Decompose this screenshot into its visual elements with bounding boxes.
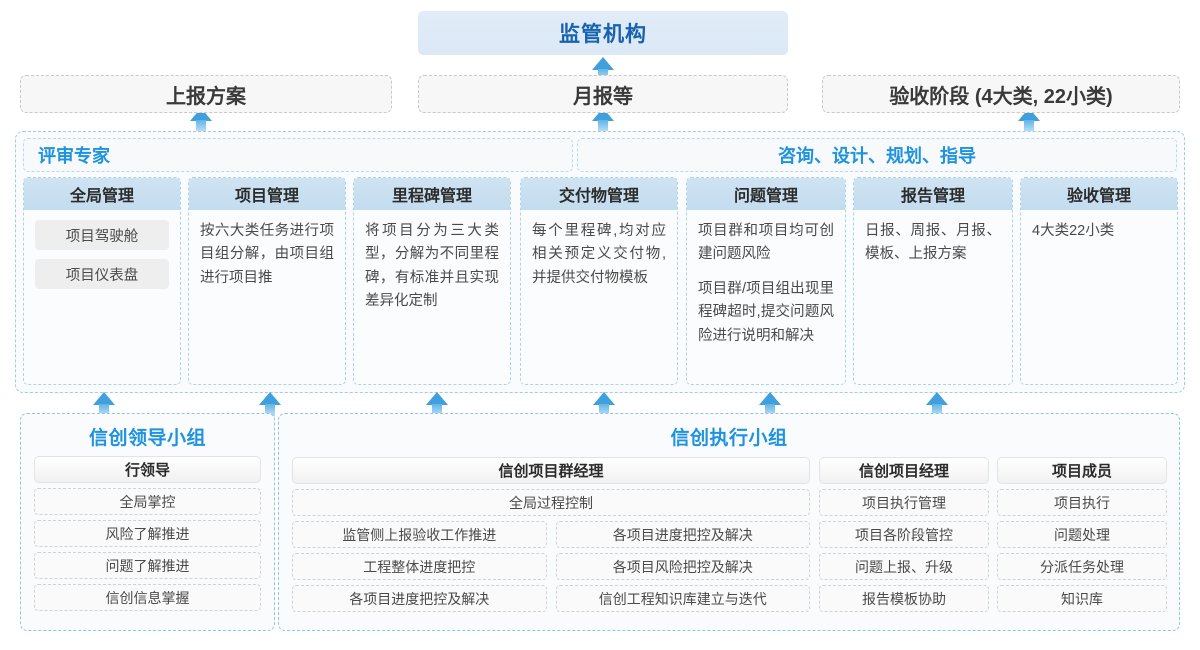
column-header: 报告管理 bbox=[854, 178, 1012, 210]
role-header-member: 项目成员 bbox=[997, 457, 1167, 484]
group-leading: 信创领导小组 行领导 全局掌控 风险了解推进 问题了解推进 信创信息掌握 bbox=[20, 413, 275, 631]
node-acceptance-stage-label: 验收阶段 (4大类, 22小类) bbox=[889, 85, 1113, 108]
node-monthly-report-label: 月报等 bbox=[573, 85, 633, 108]
node-monthly-report: 月报等 bbox=[418, 75, 788, 113]
column-header: 项目管理 bbox=[189, 178, 345, 210]
node-acceptance-stage: 验收阶段 (4大类, 22小类) bbox=[822, 75, 1180, 113]
column-paragraph: 项目群/项目组出现里程碑超时,提交问题风险进行说明和解决 bbox=[698, 280, 834, 344]
arrow-head bbox=[592, 57, 614, 70]
arrow-stem bbox=[432, 404, 442, 418]
arrow-stem bbox=[599, 404, 609, 418]
arrow-stem bbox=[765, 404, 775, 418]
arrow-stem bbox=[196, 120, 206, 134]
arrow-stem bbox=[932, 404, 942, 418]
task-item[interactable]: 问题处理 bbox=[997, 521, 1167, 548]
arrow-up-icon-col5 bbox=[759, 392, 781, 418]
column-paragraph: 项目群和项目均可创建问题风险 bbox=[698, 223, 834, 263]
role-header-project-manager: 信创项目经理 bbox=[819, 457, 989, 484]
group-leading-title: 信创领导小组 bbox=[88, 428, 206, 449]
column-paragraph: 4大类22小类 bbox=[1032, 223, 1115, 239]
task-item[interactable]: 信创工程知识库建立与迭代 bbox=[555, 585, 810, 612]
capability-column-acceptance: 验收管理 4大类22小类 bbox=[1020, 177, 1178, 385]
group-execution: 信创执行小组 信创项目群经理 全局过程控制 监管侧上报验收工作推进 工程整体进度… bbox=[278, 413, 1180, 631]
list-item[interactable]: 项目驾驶舱 bbox=[35, 220, 169, 250]
column-body: 将项目分为三大类型，分解为不同里程碑，有标准并且实现差异化定制 bbox=[354, 210, 510, 322]
task-item[interactable]: 项目各阶段管控 bbox=[819, 521, 989, 548]
arrow-head bbox=[759, 392, 781, 405]
task-item[interactable]: 问题上报、升级 bbox=[819, 553, 989, 580]
band-label-review-experts-text: 评审专家 bbox=[38, 146, 110, 166]
band-label-consulting-text: 咨询、设计、规划、指导 bbox=[778, 146, 976, 166]
band-label-consulting: 咨询、设计、规划、指导 bbox=[577, 138, 1177, 172]
arrow-stem bbox=[99, 404, 109, 418]
node-report-plan-label: 上报方案 bbox=[166, 85, 246, 108]
task-item[interactable]: 全局掌控 bbox=[34, 488, 261, 515]
arrow-head bbox=[93, 392, 115, 405]
task-item[interactable]: 信创信息掌握 bbox=[34, 584, 261, 611]
group-execution-title: 信创执行小组 bbox=[670, 428, 788, 449]
arrow-up-icon-col4 bbox=[593, 392, 615, 418]
capability-column-milestone: 里程碑管理 将项目分为三大类型，分解为不同里程碑，有标准并且实现差异化定制 bbox=[353, 177, 511, 385]
column-paragraph: 将项目分为三大类型，分解为不同里程碑，有标准并且实现差异化定制 bbox=[365, 223, 499, 310]
column-body: 项目驾驶舱 项目仪表盘 bbox=[24, 210, 180, 306]
capability-column-global: 全局管理 项目驾驶舱 项目仪表盘 bbox=[23, 177, 181, 385]
capability-column-project: 项目管理 按六大类任务进行项目组分解，由项目组进行项目推 bbox=[188, 177, 346, 385]
arrow-head bbox=[426, 392, 448, 405]
task-item[interactable]: 分派任务处理 bbox=[997, 553, 1167, 580]
column-header: 全局管理 bbox=[24, 178, 180, 210]
task-item[interactable]: 问题了解推进 bbox=[34, 552, 261, 579]
column-paragraph: 日报、周报、月报、模板、上报方案 bbox=[865, 223, 1001, 263]
arrow-up-icon-col6 bbox=[926, 392, 948, 418]
list-item[interactable]: 项目仪表盘 bbox=[35, 259, 169, 289]
column-header: 问题管理 bbox=[687, 178, 845, 210]
arrow-stem bbox=[265, 404, 275, 418]
task-item[interactable]: 知识库 bbox=[997, 585, 1167, 612]
arrow-head bbox=[593, 392, 615, 405]
capability-column-deliverable: 交付物管理 每个里程碑,均对应相关预定义交付物,并提供交付物模板 bbox=[520, 177, 678, 385]
column-header: 里程碑管理 bbox=[354, 178, 510, 210]
node-report-plan: 上报方案 bbox=[20, 75, 392, 113]
task-item[interactable]: 项目执行管理 bbox=[819, 489, 989, 516]
task-item-full[interactable]: 全局过程控制 bbox=[292, 489, 810, 516]
column-header: 交付物管理 bbox=[521, 178, 677, 210]
node-regulator: 监管机构 bbox=[418, 11, 788, 55]
task-item[interactable]: 风险了解推进 bbox=[34, 520, 261, 547]
arrow-up-icon-col1 bbox=[93, 392, 115, 418]
arrow-head bbox=[926, 392, 948, 405]
column-body: 4大类22小类 bbox=[1021, 210, 1177, 251]
arrow-up-icon-col3 bbox=[426, 392, 448, 418]
band-label-review-experts: 评审专家 bbox=[23, 138, 573, 172]
task-item[interactable]: 工程整体进度把控 bbox=[292, 553, 547, 580]
arrow-up-icon-col2 bbox=[259, 392, 281, 418]
arrow-stem bbox=[1024, 120, 1034, 134]
task-item[interactable]: 各项目风险把控及解决 bbox=[555, 553, 810, 580]
capability-column-report: 报告管理 日报、周报、月报、模板、上报方案 bbox=[853, 177, 1013, 385]
column-header: 验收管理 bbox=[1021, 178, 1177, 210]
column-body: 按六大类任务进行项目组分解，由项目组进行项目推 bbox=[189, 210, 345, 298]
column-paragraph: 按六大类任务进行项目组分解，由项目组进行项目推 bbox=[200, 223, 334, 286]
node-regulator-label: 监管机构 bbox=[559, 23, 647, 46]
task-item[interactable]: 各项目进度把控及解决 bbox=[292, 585, 547, 612]
role-header-line-leader: 行领导 bbox=[34, 456, 261, 483]
column-body: 日报、周报、月报、模板、上报方案 bbox=[854, 210, 1012, 275]
arrow-stem bbox=[598, 120, 608, 134]
role-header-program-manager: 信创项目群经理 bbox=[292, 457, 810, 484]
task-item[interactable]: 项目执行 bbox=[997, 489, 1167, 516]
task-item[interactable]: 报告模板协助 bbox=[819, 585, 989, 612]
task-item[interactable]: 各项目进度把控及解决 bbox=[555, 521, 810, 548]
arrow-head bbox=[259, 392, 281, 405]
column-body: 每个里程碑,均对应相关预定义交付物,并提供交付物模板 bbox=[521, 210, 677, 298]
capability-column-issue: 问题管理 项目群和项目均可创建问题风险 项目群/项目组出现里程碑超时,提交问题风… bbox=[686, 177, 846, 385]
column-paragraph: 每个里程碑,均对应相关预定义交付物,并提供交付物模板 bbox=[532, 223, 666, 286]
column-body: 项目群和项目均可创建问题风险 项目群/项目组出现里程碑超时,提交问题风险进行说明… bbox=[687, 210, 845, 356]
task-item[interactable]: 监管侧上报验收工作推进 bbox=[292, 521, 547, 548]
